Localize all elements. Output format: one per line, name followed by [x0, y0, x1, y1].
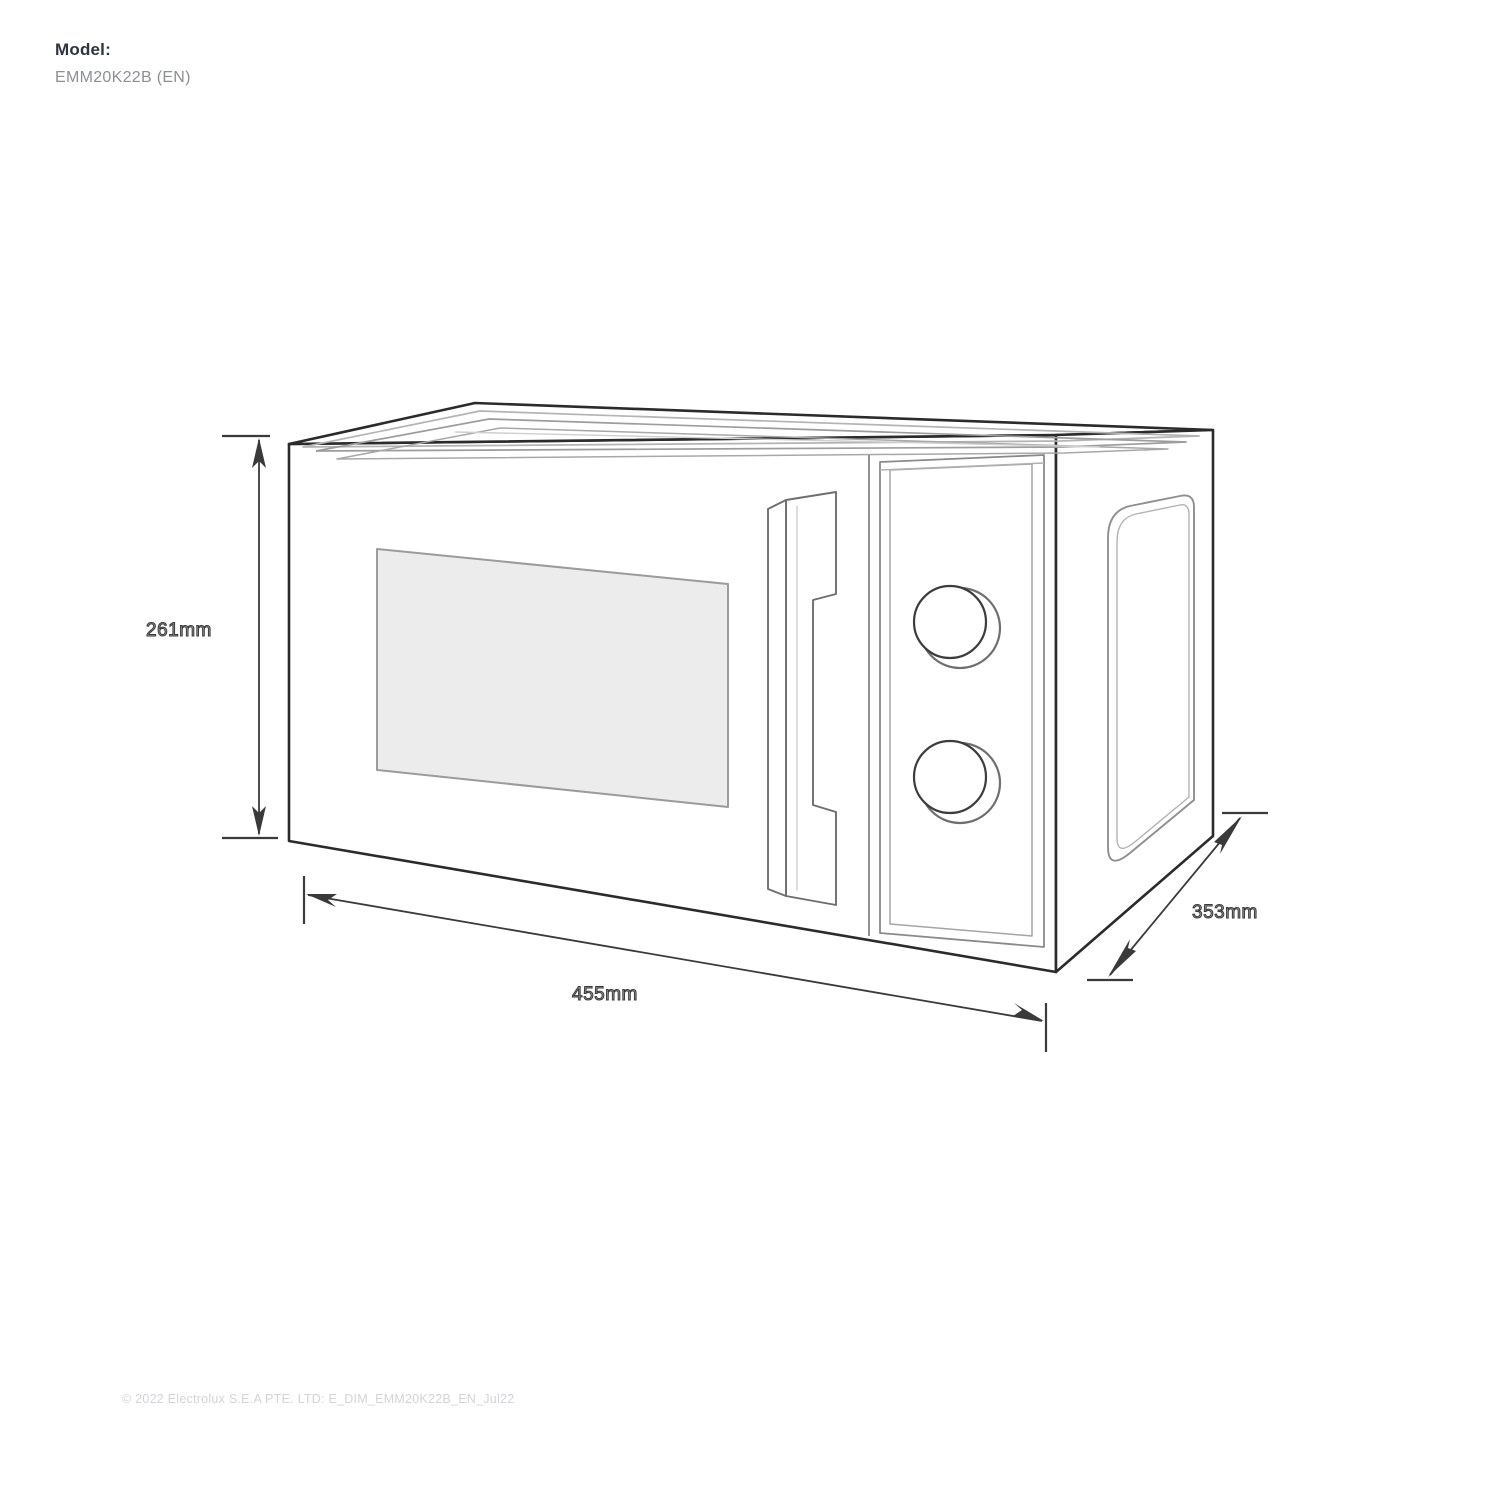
depth-dim-label: 353mm: [1192, 902, 1258, 923]
control-panel-top-fillet: [879, 462, 1045, 471]
side-vent-outer: [1107, 494, 1195, 862]
model-label: Model:: [55, 40, 111, 59]
door-handle-outer: [785, 491, 837, 906]
model-header: Model: EMM20K22B (EN): [55, 38, 191, 89]
side-vent-inner: [1116, 504, 1190, 849]
depth-arrow-lower: [1108, 939, 1136, 977]
dimension-height: 261mm: [146, 434, 278, 840]
height-arrow-top: [252, 438, 266, 468]
power-knob-cap: [912, 739, 988, 815]
model-number: EMM20K22B (EN): [55, 68, 191, 86]
door-window-glass: [376, 548, 729, 808]
width-dim-label: 455mm: [572, 984, 638, 1005]
width-dim-line: [307, 894, 1043, 1022]
control-panel: [868, 454, 1045, 948]
top-recessed-panel: [302, 410, 1200, 460]
timer-knob-cap: [912, 584, 988, 660]
timer-knob[interactable]: [912, 584, 1002, 670]
dimension-depth: 353mm: [1087, 811, 1268, 982]
dimension-width: 455mm: [302, 876, 1048, 1052]
door-handle-grip: [767, 499, 787, 897]
width-arrow-left: [306, 894, 337, 907]
power-knob[interactable]: [912, 739, 1002, 825]
door-handle: [767, 491, 837, 906]
control-panel-frame: [879, 454, 1045, 948]
copyright-footer: © 2022 Electrolux S.E.A PTE. LTD: E_DIM_…: [122, 1392, 515, 1406]
height-dim-label: 261mm: [146, 620, 212, 641]
control-knobs: [912, 584, 1002, 825]
side-vent-panel: [1107, 494, 1195, 862]
depth-dim-line: [1109, 817, 1241, 976]
depth-arrow-upper: [1214, 816, 1242, 854]
door-window: [376, 548, 729, 808]
height-arrow-bottom: [252, 806, 266, 836]
width-arrow-right: [1013, 1003, 1044, 1021]
